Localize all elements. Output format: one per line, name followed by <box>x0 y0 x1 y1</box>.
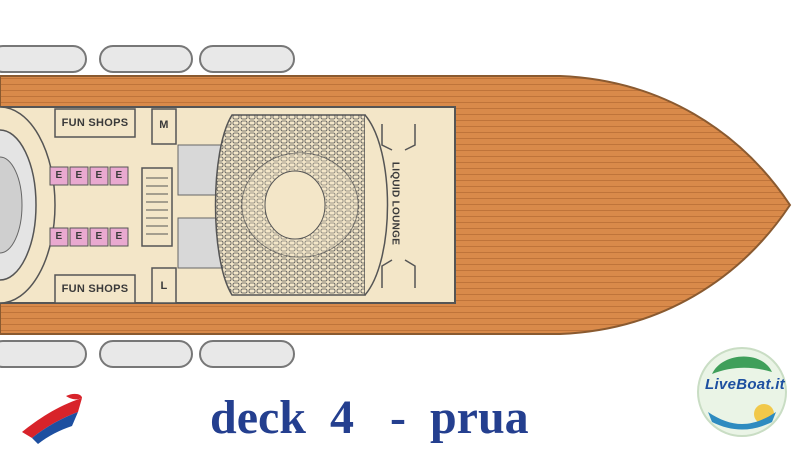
fun-shops-bottom-room <box>54 274 136 304</box>
elevator-bank-top <box>49 166 129 186</box>
lifeboats-bottom <box>0 340 295 368</box>
elevator-label: E <box>55 170 63 181</box>
elevator-bank-bottom <box>49 227 129 247</box>
elevator-label: E <box>75 170 83 181</box>
elevator-label: E <box>95 231 103 242</box>
liveboat-brand-text: LiveBoat.it <box>705 376 785 393</box>
carnival-funnel-icon <box>22 393 82 444</box>
stair-bottom-label: L <box>160 280 168 292</box>
fun-shops-top-label: FUN SHOPS <box>61 117 129 129</box>
fun-shops-top-room <box>54 108 136 138</box>
elevator-label: E <box>95 170 103 181</box>
stair-top-room <box>151 108 177 145</box>
elevator-label: E <box>55 231 63 242</box>
lifeboats-top <box>0 45 295 73</box>
elevator-label: E <box>75 231 83 242</box>
liveboat-logo-icon <box>697 347 787 437</box>
stair-top-label: M <box>159 119 169 131</box>
elevator-label: E <box>115 170 123 181</box>
elevator-label: E <box>115 231 123 242</box>
liquid-lounge-label: LIQUID LOUNGE <box>389 161 401 246</box>
central-staircase <box>141 167 173 247</box>
atrium <box>0 106 56 304</box>
stair-bottom-room <box>151 267 177 304</box>
fun-shops-bottom-label: FUN SHOPS <box>61 283 129 295</box>
deck-caption: deck 4 - prua <box>210 391 529 444</box>
liquid-lounge-theater <box>214 114 416 296</box>
